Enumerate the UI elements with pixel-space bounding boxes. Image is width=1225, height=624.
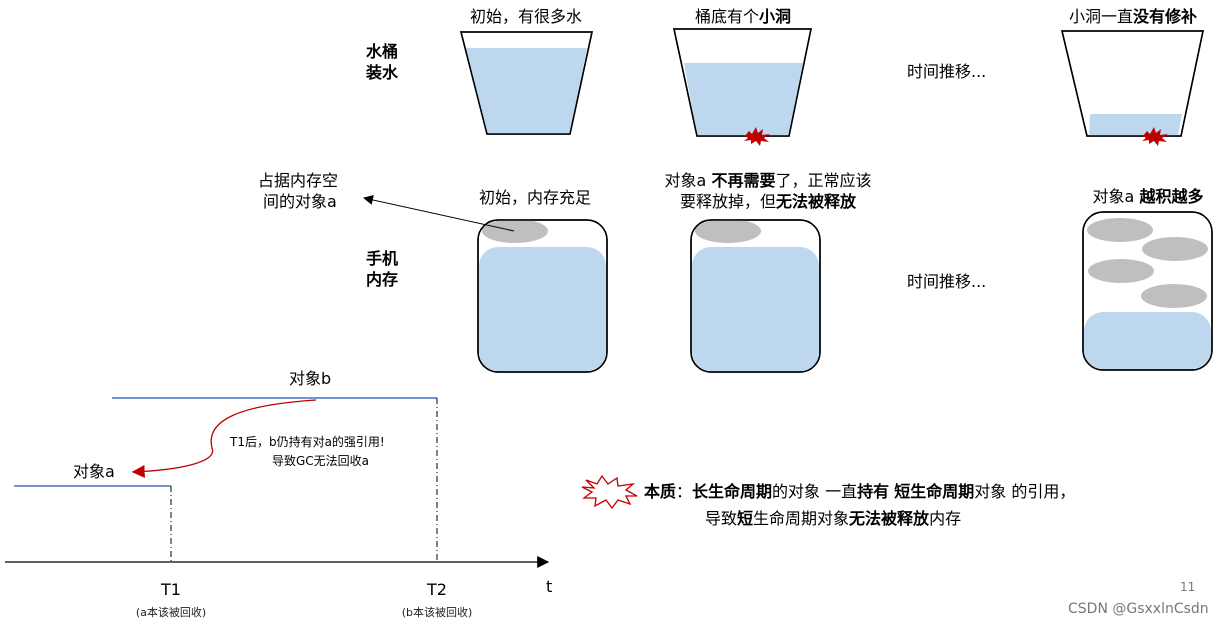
essence-text: 的对象 一直 <box>772 482 858 501</box>
memory-initial-caption: 初始，内存充足 <box>478 188 592 207</box>
watermark: CSDN @GsxxlnCsdn <box>1068 601 1209 617</box>
t1-sublabel: (a本该被回收) <box>135 606 207 619</box>
row1-time-passes: 时间推移... <box>907 62 987 81</box>
object-a-label: 对象a <box>73 462 115 481</box>
essence-emphasis: 无法被释放 <box>849 509 930 528</box>
bucket-almost-empty <box>1061 30 1204 146</box>
memory-leak <box>690 219 821 373</box>
t1-label: T1 <box>161 580 181 599</box>
row2-time-passes: 时间推移... <box>907 272 987 291</box>
caption-text: 对象a <box>664 171 712 190</box>
memory-initial <box>477 219 608 373</box>
reference-note-line1: T1后，b仍持有对a的强引用! <box>230 435 385 449</box>
caption-emphasis: 不再需要 <box>711 171 776 190</box>
page-number: 11 <box>1180 580 1196 594</box>
memory-accumulated-caption: 对象a 越积越多 <box>1093 187 1204 207</box>
essence-emphasis: 短生命周期 <box>894 482 975 501</box>
burst-icon <box>581 474 638 510</box>
time-axis-label: t <box>546 577 553 596</box>
bucket-full <box>460 31 593 135</box>
caption-emphasis: 没有修补 <box>1133 7 1198 26</box>
pointer-label-line1: 占据内存空 <box>258 171 339 190</box>
pointer-arrow <box>363 195 515 232</box>
reference-note-line2: 导致GC无法回收a <box>272 454 370 468</box>
pointer-label-line2: 间的对象a <box>263 192 337 211</box>
essence-text: 内存 <box>929 509 962 528</box>
reference-arrow <box>131 399 317 478</box>
bucket-hole-caption: 桶底有个小洞 <box>695 7 791 27</box>
t2-label: T2 <box>427 580 447 599</box>
essence-emphasis: 持有 <box>857 482 890 501</box>
row1-label-line2: 装水 <box>366 63 399 82</box>
memory-leak-caption-line2: 要释放掉，但无法被释放 <box>680 192 856 212</box>
essence-text: ： <box>676 482 693 501</box>
essence-text: 导致 <box>705 509 738 528</box>
essence-line1: 本质：长生命周期的对象 一直持有 短生命周期对象 的引用， <box>644 482 1075 502</box>
caption-emphasis: 越积越多 <box>1139 187 1204 206</box>
essence-prefix: 本质 <box>644 482 677 501</box>
hole-burst-icon <box>744 127 770 146</box>
row2-label-line2: 内存 <box>366 270 399 289</box>
essence-emphasis: 短 <box>737 509 754 528</box>
memory-accumulated <box>1082 211 1213 371</box>
t2-sublabel: (b本该被回收) <box>401 606 473 619</box>
essence-line2: 导致短生命周期对象无法被释放内存 <box>705 509 961 529</box>
bucket-empty-caption: 小洞一直没有修补 <box>1069 7 1197 27</box>
caption-text: 对象a <box>1092 187 1140 206</box>
memory-leak-caption-line1: 对象a 不再需要了，正常应该 <box>665 171 872 191</box>
essence-emphasis: 长生命周期 <box>692 482 773 501</box>
row1-label-line1: 水桶 <box>366 42 399 61</box>
caption-text: 了，正常应该 <box>775 171 872 190</box>
row2-label-line1: 手机 <box>366 249 399 268</box>
bucket-full-caption: 初始，有很多水 <box>469 7 583 26</box>
caption-text: 桶底有个 <box>694 7 759 26</box>
caption-emphasis: 小洞 <box>759 7 792 26</box>
caption-text: 小洞一直 <box>1068 7 1133 26</box>
caption-text: 要释放掉，但 <box>679 192 776 211</box>
caption-emphasis: 无法被释放 <box>776 192 857 211</box>
object-b-label: 对象b <box>289 369 332 388</box>
essence-text: 对象 的引用， <box>974 482 1076 501</box>
bucket-with-hole <box>673 28 812 146</box>
hole-burst-icon <box>1142 127 1168 146</box>
essence-text: 生命周期对象 <box>753 509 850 528</box>
